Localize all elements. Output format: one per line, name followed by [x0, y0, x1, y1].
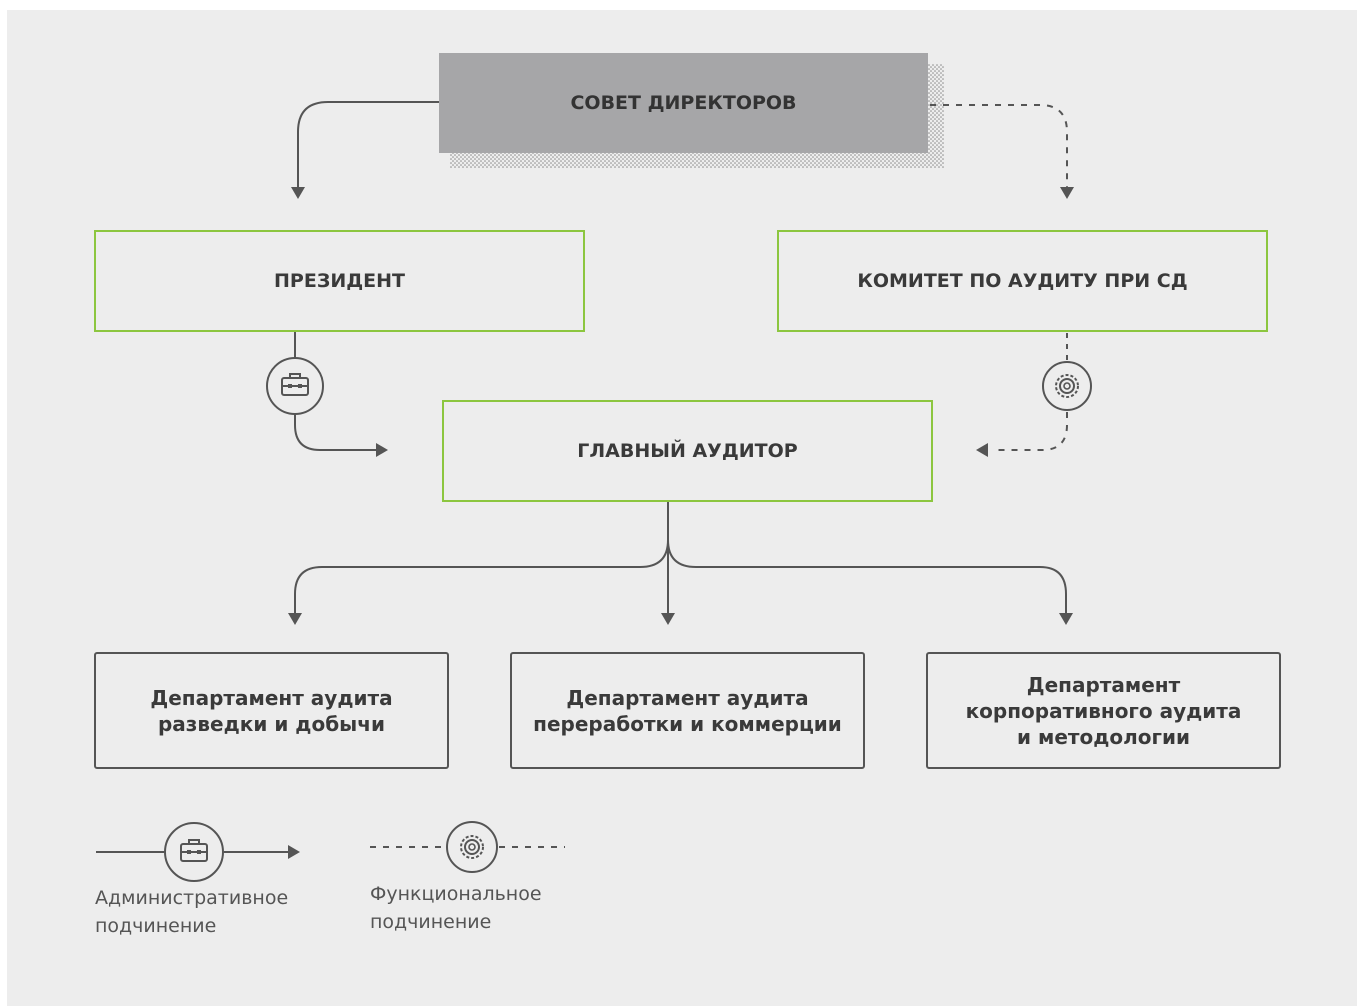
arrow-dept-center: [661, 613, 675, 625]
president-box: ПРЕЗИДЕНТ: [94, 230, 585, 332]
auditor-to-dept-right-line: [667, 539, 1067, 614]
board-to-committee-line: [930, 104, 1068, 188]
briefcase-icon: [266, 357, 324, 415]
arrow-committee: [1060, 187, 1074, 199]
legend-arrow: [288, 845, 300, 859]
audit-committee-box: КОМИТЕТ ПО АУДИТУ ПРИ СД: [777, 230, 1268, 332]
board-to-president-line: [297, 101, 439, 188]
arrow-dept-left: [288, 613, 302, 625]
arrow-president: [291, 187, 305, 199]
dept-corporate-box: Департамент корпоративного аудита и мето…: [926, 652, 1281, 769]
dept-refining-box: Департамент аудита переработки и коммерц…: [510, 652, 865, 769]
president-to-auditor-line-bottom: [294, 412, 378, 451]
chief-auditor-box: ГЛАВНЫЙ АУДИТОР: [442, 400, 933, 502]
chief-auditor-label: ГЛАВНЫЙ АУДИТОР: [577, 440, 798, 462]
arrow-auditor-right: [976, 443, 988, 457]
gear-icon: [1042, 361, 1092, 411]
dept-corporate-label: Департамент корпоративного аудита и мето…: [965, 672, 1242, 749]
dept-exploration-box: Департамент аудита разведки и добычи: [94, 652, 449, 769]
arrow-auditor-left: [376, 443, 388, 457]
dept-exploration-label: Департамент аудита разведки и добычи: [150, 685, 393, 736]
org-chart-canvas: [7, 10, 1357, 1006]
audit-committee-label: КОМИТЕТ ПО АУДИТУ ПРИ СД: [857, 270, 1188, 292]
legend-gear-icon: [446, 821, 498, 873]
committee-to-auditor-line-bottom: [992, 412, 1068, 451]
auditor-to-dept-left-line: [294, 539, 669, 614]
dept-refining-label: Департамент аудита переработки и коммерц…: [533, 685, 842, 736]
board-of-directors-box: СОВЕТ ДИРЕКТОРОВ: [439, 53, 928, 153]
legend-functional-label: Функциональное подчинение: [370, 883, 542, 933]
president-label: ПРЕЗИДЕНТ: [274, 270, 405, 292]
arrow-dept-right: [1059, 613, 1073, 625]
legend-administrative-label: Административное подчинение: [95, 887, 289, 937]
board-of-directors-label: СОВЕТ ДИРЕКТОРОВ: [570, 92, 797, 114]
legend-briefcase-icon: [164, 822, 224, 882]
